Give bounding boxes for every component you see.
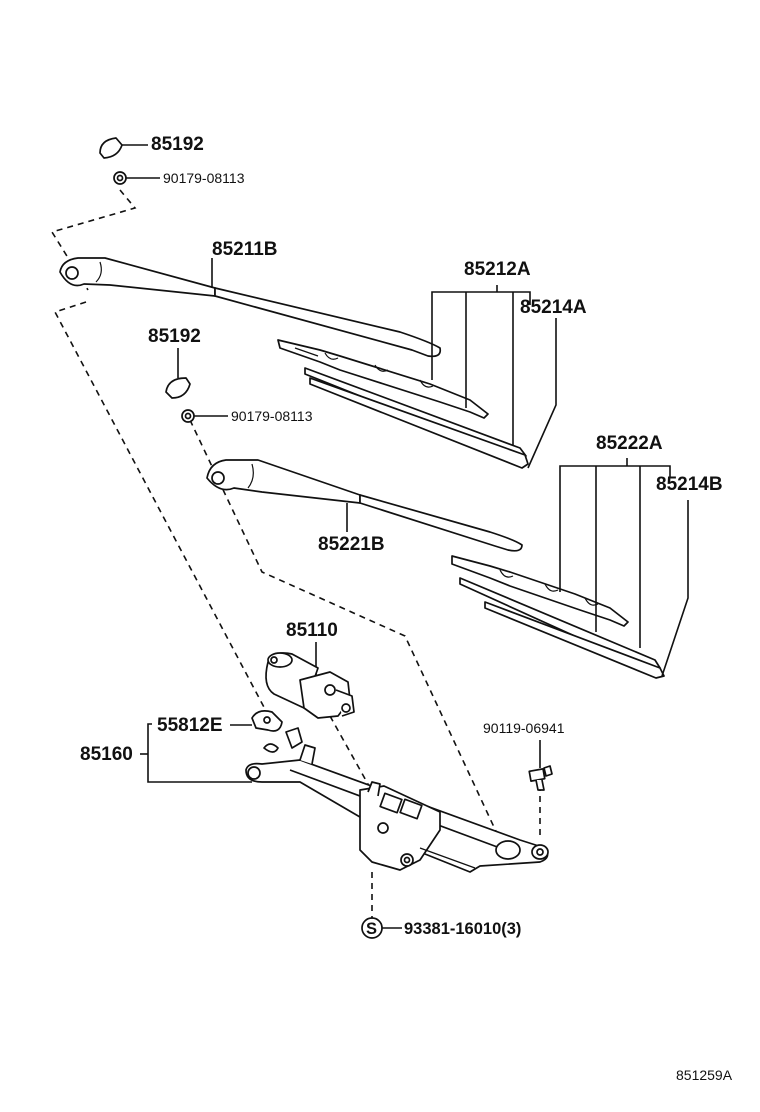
cap-upper-icon bbox=[99, 137, 148, 159]
wiper-motor-icon bbox=[265, 652, 355, 719]
wiper-blade-front-icon bbox=[277, 339, 529, 469]
wiper-blade-passenger-icon bbox=[451, 555, 665, 679]
label-arm-passenger: 85221B bbox=[318, 534, 385, 555]
wiper-arm-passenger-icon bbox=[206, 459, 523, 552]
label-cap-lower: 85192 bbox=[148, 326, 201, 347]
bolt-icon bbox=[528, 765, 553, 791]
wiper-link-assembly-icon bbox=[245, 744, 549, 873]
label-arm-front: 85211B bbox=[212, 239, 278, 260]
screw-symbol-icon bbox=[361, 917, 402, 939]
label-bolt: 90119-06941 bbox=[483, 720, 565, 736]
bracket-85222A bbox=[559, 458, 671, 648]
label-cap-upper: 85192 bbox=[151, 134, 204, 155]
label-motor: 85110 bbox=[286, 620, 338, 641]
wiper-arm-front-icon bbox=[59, 257, 442, 358]
figure-code: 851259A bbox=[676, 1067, 733, 1083]
label-link-sub: 55812E bbox=[157, 715, 223, 736]
label-blade-front: 85212A bbox=[464, 259, 531, 280]
label-nut-upper: 90179-08113 bbox=[163, 170, 245, 186]
label-blade-passenger: 85222A bbox=[596, 433, 663, 454]
cap-lower-icon bbox=[165, 377, 191, 399]
link-clip-icon bbox=[251, 710, 303, 753]
label-rubber-passenger: 85214B bbox=[656, 474, 723, 495]
nut-lower-icon bbox=[181, 409, 228, 423]
nut-upper-icon bbox=[113, 171, 160, 185]
label-link-assy: 85160 bbox=[80, 744, 133, 765]
label-nut-lower: 90179-08113 bbox=[231, 408, 313, 424]
screw-symbol-letter: S bbox=[366, 920, 377, 938]
label-rubber-front: 85214A bbox=[520, 297, 587, 318]
label-screw: 93381-16010(3) bbox=[404, 920, 521, 938]
bracket-85212A bbox=[431, 285, 531, 446]
